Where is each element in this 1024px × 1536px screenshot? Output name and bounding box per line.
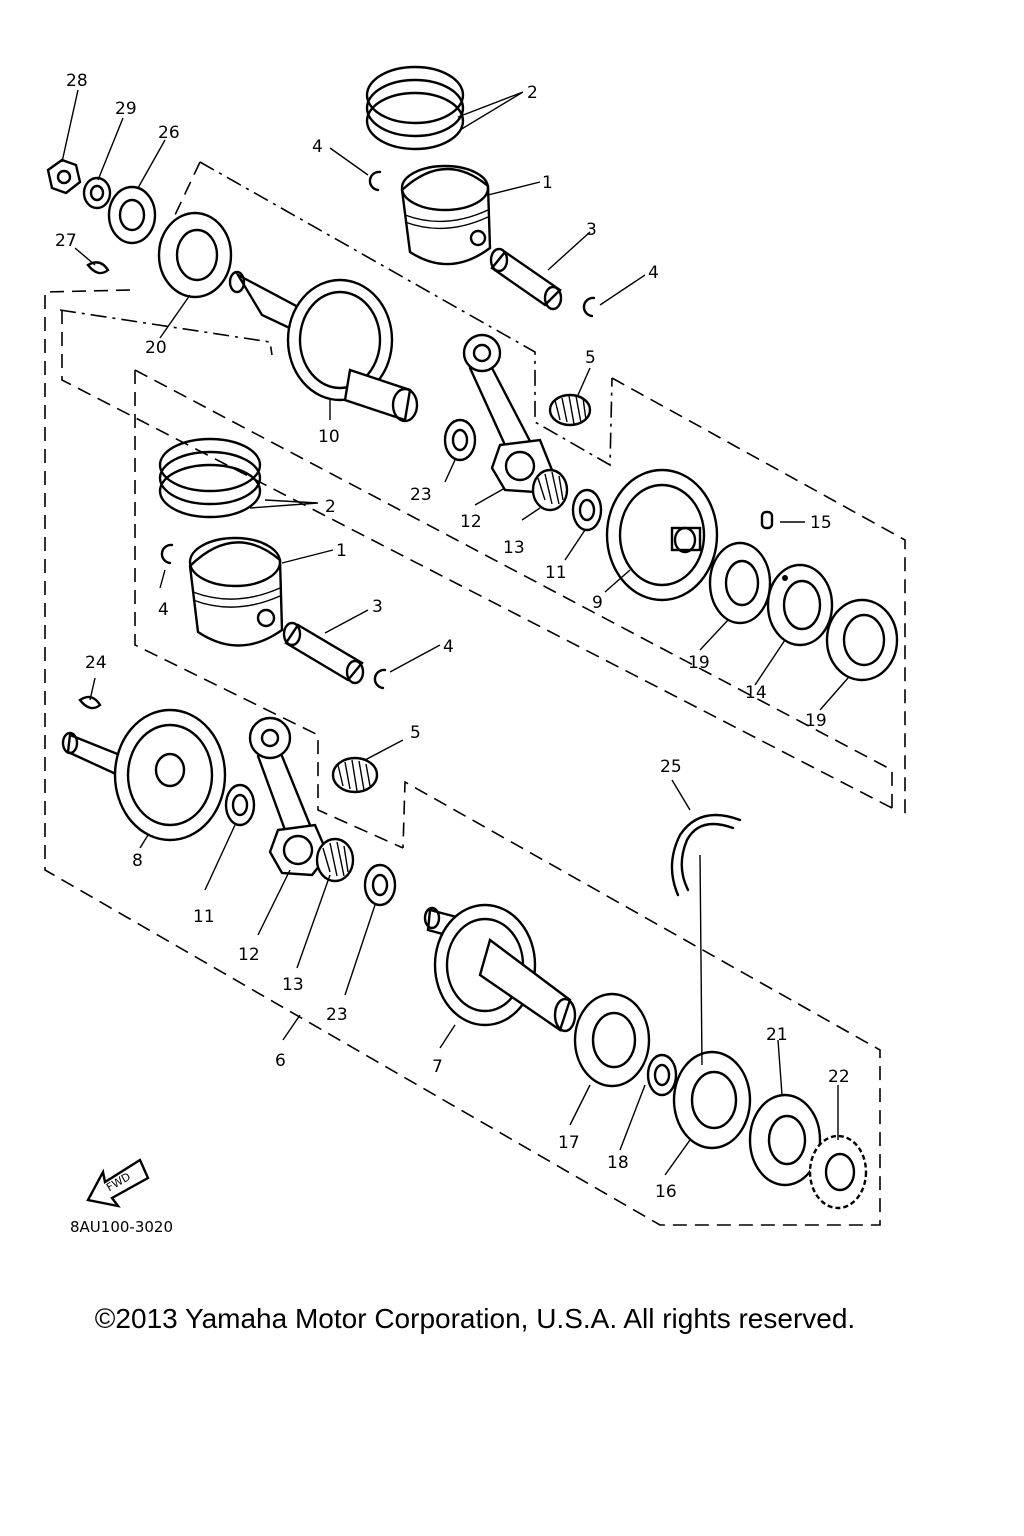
part-label-16: 16 [655, 1182, 677, 1202]
part-label-14: 14 [745, 683, 767, 703]
needle-bearing-big-end-lower [315, 837, 355, 883]
part-label-1: 1 [542, 173, 553, 193]
nut-28 [46, 158, 82, 195]
bearing-20 [157, 211, 233, 299]
sprocket-22 [808, 1134, 868, 1210]
piston-rings-lower [158, 437, 262, 519]
clip-lower-left [160, 543, 174, 565]
oil-seal-21 [748, 1093, 822, 1187]
woodruff-key-24 [78, 695, 102, 710]
part-label-22: 22 [828, 1067, 850, 1087]
part-label-28: 28 [66, 71, 88, 91]
part-label-12: 12 [238, 945, 260, 965]
thrust-washer-lower-11 [224, 783, 256, 827]
part-label-10: 10 [318, 427, 340, 447]
part-label-25: 25 [660, 757, 682, 777]
bearing-17 [573, 992, 651, 1088]
bearing-16 [672, 1050, 752, 1150]
copyright-notice: ©2013 Yamaha Motor Corporation, U.S.A. A… [94, 1303, 856, 1334]
part-label-27: 27 [55, 231, 77, 251]
connecting-rod-upper [462, 333, 554, 494]
drawing-code: 8AU100-3020 [70, 1218, 173, 1236]
part-label-11: 11 [545, 563, 567, 583]
crank-half-lower-8 [61, 708, 227, 842]
part-label-11: 11 [193, 907, 215, 927]
needle-bearing-big-end-upper [531, 468, 569, 512]
part-label-19: 19 [688, 653, 710, 673]
part-label-12: 12 [460, 512, 482, 532]
needle-bearing-small-end-lower [331, 756, 379, 794]
crank-half-upper-9 [605, 468, 719, 602]
part-label-29: 29 [115, 99, 137, 119]
fwd-arrow-icon: FWD [86, 1158, 150, 1208]
crank-half-upper-10 [228, 270, 419, 423]
part-label-4: 4 [443, 637, 454, 657]
part-label-7: 7 [432, 1057, 443, 1077]
part-label-19: 19 [805, 711, 827, 731]
part-label-15: 15 [810, 513, 832, 533]
part-label-13: 13 [503, 538, 525, 558]
clip-upper-right [582, 296, 596, 318]
bearing-19-right [825, 598, 899, 682]
thrust-washer-upper-11 [571, 488, 603, 532]
thrust-washer-upper-23 [443, 418, 477, 462]
part-label-5: 5 [410, 723, 421, 743]
washer-18 [646, 1053, 678, 1097]
leader-lines [61, 89, 849, 1176]
bearing-14 [766, 563, 834, 647]
thrust-washer-lower-23 [363, 863, 397, 907]
part-label-18: 18 [607, 1153, 629, 1173]
circlip-25 [670, 813, 742, 897]
part-label-24: 24 [85, 653, 107, 673]
lock-washer-29 [82, 176, 112, 210]
part-label-13: 13 [282, 975, 304, 995]
part-label-20: 20 [145, 338, 167, 358]
connecting-rod-lower [248, 716, 330, 877]
piston-rings-upper [365, 65, 465, 151]
part-label-4: 4 [158, 600, 169, 620]
part-label-4: 4 [312, 137, 323, 157]
part-label-5: 5 [585, 348, 596, 368]
piston-lower [188, 536, 284, 647]
piston-upper [400, 164, 492, 266]
part-label-17: 17 [558, 1133, 580, 1153]
part-label-21: 21 [766, 1025, 788, 1045]
part-label-8: 8 [132, 851, 143, 871]
piston-pin-upper [489, 247, 563, 311]
part-label-2: 2 [325, 497, 336, 517]
assembly-outlines [44, 161, 906, 1226]
part-label-3: 3 [372, 597, 383, 617]
part-label-9: 9 [592, 593, 603, 613]
part-label-4: 4 [648, 263, 659, 283]
oil-seal-26 [107, 185, 157, 245]
part-label-23: 23 [326, 1005, 348, 1025]
part-label-26: 26 [158, 123, 180, 143]
part-label-6: 6 [275, 1051, 286, 1071]
needle-bearing-small-end-upper [548, 393, 592, 427]
part-label-23: 23 [410, 485, 432, 505]
woodruff-key-27 [86, 261, 110, 275]
bearing-19-left [708, 541, 772, 625]
clip-upper-left [368, 170, 382, 192]
part-label-3: 3 [586, 220, 597, 240]
crankshaft-piston-exploded-diagram: 28 29 26 27 20 2 4 1 3 4 5 10 23 12 13 1… [44, 65, 906, 1236]
part-label-1: 1 [336, 541, 347, 561]
part-number-labels: 28 29 26 27 20 2 4 1 3 4 5 10 23 12 13 1… [55, 71, 850, 1202]
part-label-2: 2 [527, 83, 538, 103]
piston-pin-lower [282, 621, 365, 685]
clip-lower-right [373, 668, 387, 690]
dowel-pin-15 [760, 510, 774, 530]
crank-half-lower-7 [423, 903, 577, 1033]
